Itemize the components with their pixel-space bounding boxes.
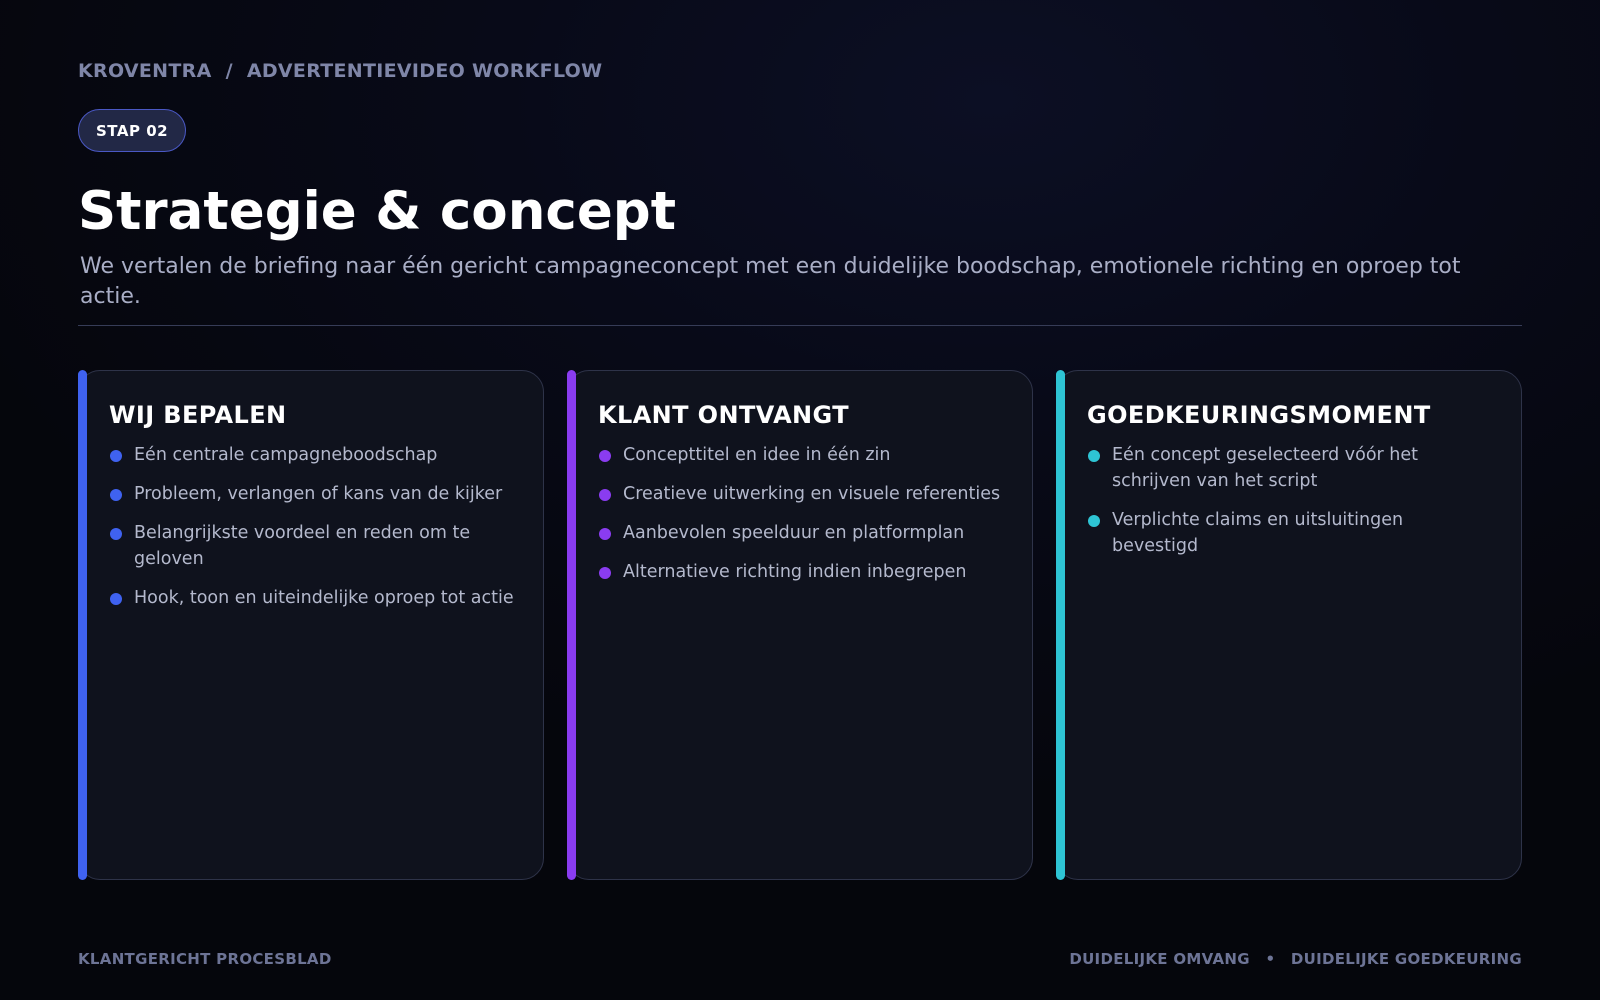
list-item: Eén concept geselecteerd vóór het schrij… bbox=[1087, 442, 1493, 494]
card-goedkeuringsmoment: GOEDKEURINGSMOMENT Eén concept geselecte… bbox=[1056, 370, 1522, 880]
card-klant-ontvangt: KLANT ONTVANGT Concepttitel en idee in é… bbox=[567, 370, 1033, 880]
card-list: Eén concept geselecteerd vóór het schrij… bbox=[1087, 442, 1493, 559]
card-wij-bepalen: WIJ BEPALEN Eén centrale campagneboodsch… bbox=[78, 370, 544, 880]
card-list: Concepttitel en idee in één zin Creatiev… bbox=[598, 442, 1004, 585]
list-item: Aanbevolen speelduur en platformplan bbox=[598, 520, 1004, 546]
card-title: KLANT ONTVANGT bbox=[598, 401, 849, 429]
list-item-text: Belangrijkste voordeel en reden om te ge… bbox=[134, 523, 471, 569]
card-list: Eén centrale campagneboodschap Probleem,… bbox=[109, 442, 515, 611]
bullet-dot-icon bbox=[1088, 515, 1100, 527]
bullet-dot-icon bbox=[110, 593, 122, 605]
bullet-dot-icon bbox=[599, 489, 611, 501]
list-item: Belangrijkste voordeel en reden om te ge… bbox=[109, 520, 515, 572]
list-item-text: Verplichte claims en uitsluitingen beves… bbox=[1112, 510, 1404, 556]
bullet-dot-icon bbox=[1088, 450, 1100, 462]
bullet-dot-icon bbox=[599, 450, 611, 462]
list-item-text: Eén concept geselecteerd vóór het schrij… bbox=[1112, 445, 1419, 491]
breadcrumb-brand[interactable]: KROVENTRA bbox=[78, 60, 212, 82]
list-item: Alternatieve richting indien inbegrepen bbox=[598, 559, 1004, 585]
list-item-text: Aanbevolen speelduur en platformplan bbox=[623, 523, 965, 543]
list-item: Hook, toon en uiteindelijke oproep tot a… bbox=[109, 585, 515, 611]
footer-tagline: DUIDELIJKE OMVANG • DUIDELIJKE GOEDKEURI… bbox=[1069, 950, 1522, 968]
list-item: Probleem, verlangen of kans van de kijke… bbox=[109, 481, 515, 507]
step-badge: STAP 02 bbox=[78, 109, 187, 152]
list-item: Eén centrale campagneboodschap bbox=[109, 442, 515, 468]
footer-label: KLANTGERICHT PROCESBLAD bbox=[78, 950, 332, 968]
footer-tagline-scope: DUIDELIJKE OMVANG bbox=[1069, 950, 1250, 968]
bullet-dot-icon bbox=[599, 528, 611, 540]
bullet-dot-icon bbox=[110, 450, 122, 462]
process-sheet: KROVENTRA / ADVERTENTIEVIDEO WORKFLOW ST… bbox=[78, 0, 1522, 1000]
list-item: Concepttitel en idee in één zin bbox=[598, 442, 1004, 468]
footer-separator: • bbox=[1265, 950, 1276, 968]
card-accent-bar bbox=[567, 370, 576, 880]
header-divider bbox=[78, 325, 1522, 326]
list-item-text: Concepttitel en idee in één zin bbox=[623, 445, 891, 465]
card-row: WIJ BEPALEN Eén centrale campagneboodsch… bbox=[78, 370, 1522, 880]
list-item: Verplichte claims en uitsluitingen beves… bbox=[1087, 507, 1493, 559]
card-title: WIJ BEPALEN bbox=[109, 401, 287, 429]
page-title: Strategie & concept bbox=[78, 181, 677, 242]
page-subtitle: We vertalen de briefing naar één gericht… bbox=[80, 254, 1461, 309]
bullet-dot-icon bbox=[110, 489, 122, 501]
card-accent-bar bbox=[78, 370, 87, 880]
card-title: GOEDKEURINGSMOMENT bbox=[1087, 401, 1431, 429]
breadcrumb-section[interactable]: ADVERTENTIEVIDEO WORKFLOW bbox=[246, 60, 603, 82]
list-item: Creatieve uitwerking en visuele referent… bbox=[598, 481, 1004, 507]
list-item-text: Alternatieve richting indien inbegrepen bbox=[623, 562, 967, 582]
list-item-text: Creatieve uitwerking en visuele referent… bbox=[623, 484, 1001, 504]
list-item-text: Probleem, verlangen of kans van de kijke… bbox=[134, 484, 503, 504]
list-item-text: Hook, toon en uiteindelijke oproep tot a… bbox=[134, 588, 514, 608]
footer-tagline-approval: DUIDELIJKE GOEDKEURING bbox=[1290, 950, 1522, 968]
list-item-text: Eén centrale campagneboodschap bbox=[134, 445, 438, 465]
breadcrumb-separator: / bbox=[225, 60, 233, 82]
breadcrumb: KROVENTRA / ADVERTENTIEVIDEO WORKFLOW bbox=[78, 60, 602, 82]
bullet-dot-icon bbox=[110, 528, 122, 540]
bullet-dot-icon bbox=[599, 567, 611, 579]
card-accent-bar bbox=[1056, 370, 1065, 880]
